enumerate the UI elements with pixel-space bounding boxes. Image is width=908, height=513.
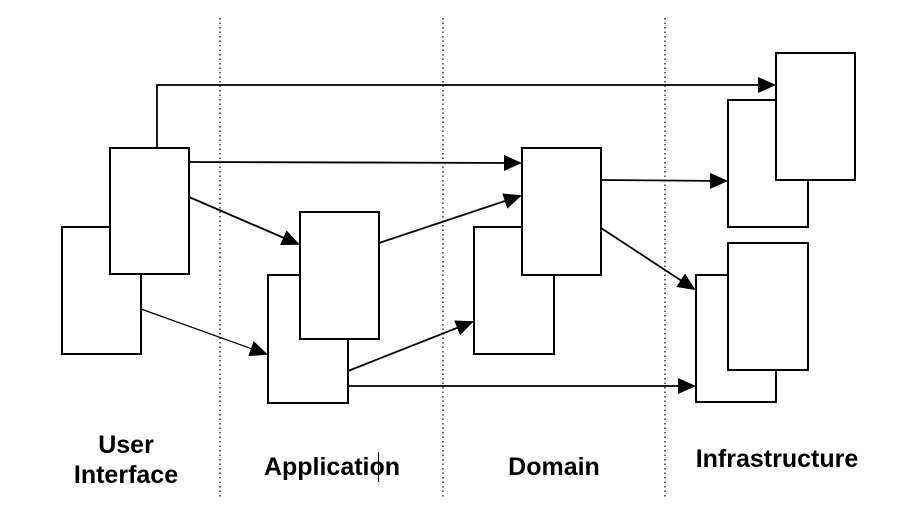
ui-box-front: [109, 147, 190, 275]
label-domain: Domain: [508, 453, 600, 481]
arrow-ui-to-domain: [188, 154, 522, 171]
application-box-front: [299, 211, 380, 340]
arrow-application-to-domain-front: [378, 193, 522, 244]
infrastructure-box-top-front: [775, 52, 856, 181]
arrow-ui-back-to-application-back: [140, 308, 268, 357]
text-cursor: [378, 452, 379, 482]
domain-box-front: [521, 147, 602, 276]
label-infrastructure: Infrastructure: [695, 445, 859, 473]
arrow-ui-to-infrastructure-top: [156, 77, 776, 148]
arrow-domain-to-infrastructure-top: [600, 172, 728, 189]
label-user-interface-line2: Interface: [73, 461, 179, 489]
label-application: Application: [263, 453, 401, 481]
arrow-ui-to-application-front: [188, 196, 300, 246]
arrow-domain-to-infrastructure-bottom: [600, 227, 696, 291]
label-user-interface: User Interface: [60, 430, 192, 490]
label-user-interface-line1: User: [98, 431, 154, 459]
infrastructure-box-bottom-front: [727, 242, 809, 371]
arrow-application-to-domain-back: [347, 320, 474, 372]
